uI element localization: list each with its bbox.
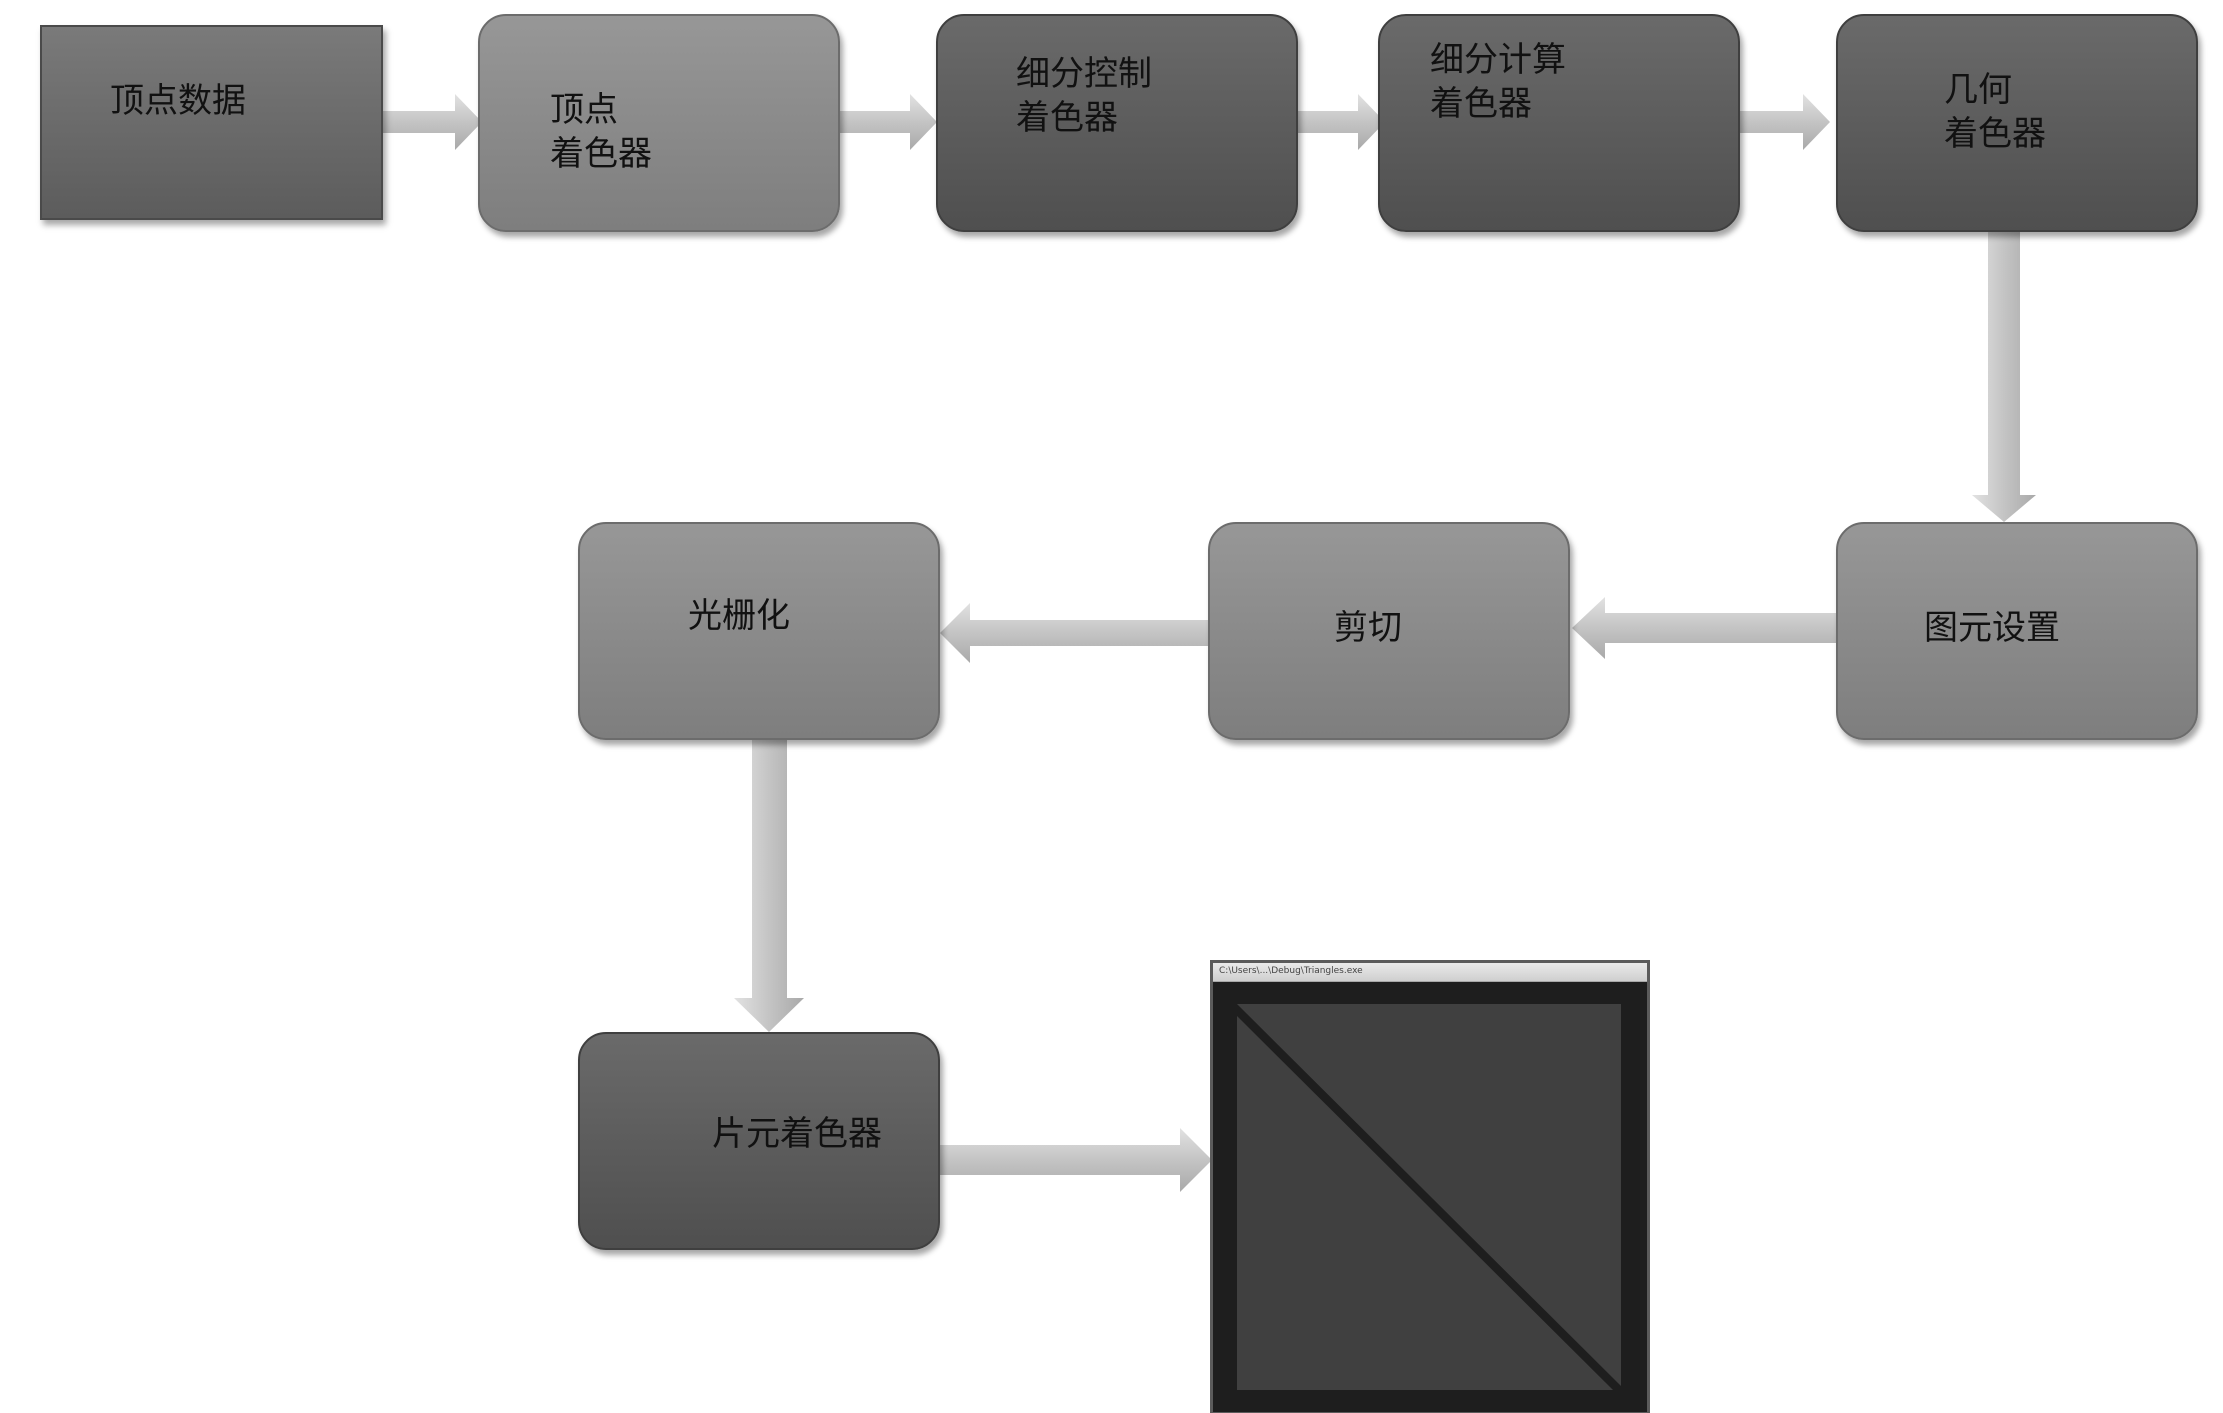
node-primitive-setup: 图元设置 [1836, 522, 2198, 740]
arrow-fragment-shader-to-output [940, 1128, 1212, 1192]
node-tessellation-evaluation-shader-label: 细分计算 着色器 [1430, 40, 1566, 124]
rendered-triangles [1213, 982, 1647, 1412]
output-window-titlebar: C:\Users\...\Debug\Triangles.exe [1213, 963, 1647, 982]
arrow-primitive-setup-to-clipping [1572, 597, 1840, 659]
output-window-canvas [1213, 982, 1647, 1412]
node-primitive-setup-label: 图元设置 [1924, 608, 2060, 648]
node-tessellation-control-shader-label: 细分控制 着色器 [1016, 54, 1152, 138]
node-geometry-shader-label: 几何 着色器 [1944, 70, 2046, 154]
node-vertex-data: 顶点数据 [40, 25, 383, 220]
node-vertex-shader: 顶点 着色器 [478, 14, 840, 232]
node-fragment-shader-label: 片元着色器 [712, 1114, 882, 1154]
node-geometry-shader: 几何 着色器 [1836, 14, 2198, 232]
node-vertex-data-label: 顶点数据 [110, 81, 246, 121]
arrow-vertex-data-to-vertex-shader [382, 94, 482, 150]
arrow-vertex-shader-to-tessellation-control [840, 94, 937, 150]
node-rasterization-label: 光栅化 [688, 596, 790, 636]
triangle-lower-left [1237, 1016, 1613, 1390]
arrow-geometry-to-primitive-setup [1972, 232, 2036, 522]
node-tessellation-control-shader: 细分控制 着色器 [936, 14, 1298, 232]
node-fragment-shader: 片元着色器 [578, 1032, 940, 1250]
node-vertex-shader-label: 顶点 着色器 [550, 90, 652, 174]
node-clipping-label: 剪切 [1334, 608, 1402, 648]
triangle-upper-right [1237, 1004, 1621, 1386]
arrow-clipping-to-rasterization [940, 603, 1212, 663]
arrow-tessellation-evaluation-to-geometry [1740, 94, 1830, 150]
node-rasterization: 光栅化 [578, 522, 940, 740]
node-clipping: 剪切 [1208, 522, 1570, 740]
node-tessellation-evaluation-shader: 细分计算 着色器 [1378, 14, 1740, 232]
output-window-title: C:\Users\...\Debug\Triangles.exe [1219, 966, 1363, 976]
arrow-tessellation-control-to-evaluation [1298, 94, 1385, 150]
output-render-window: C:\Users\...\Debug\Triangles.exe [1210, 960, 1650, 1413]
arrow-rasterization-to-fragment-shader [734, 738, 804, 1032]
